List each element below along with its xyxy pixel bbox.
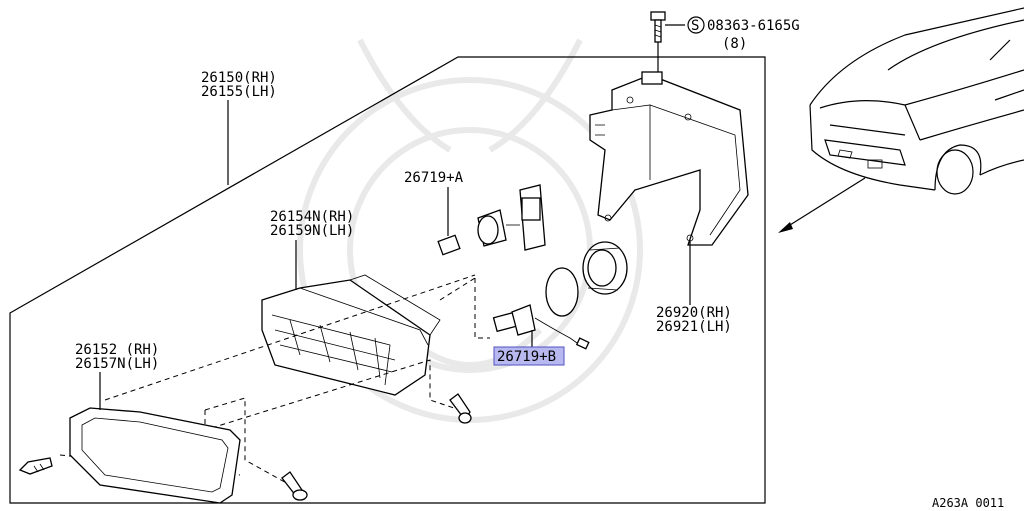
bracket-rh-label: 26920(RH) — [656, 305, 732, 321]
screw-bottom — [281, 471, 308, 501]
fog-lamp-bezel — [69, 407, 241, 504]
bulb-b — [492, 304, 590, 350]
lamp-reflector-disc — [545, 267, 579, 317]
screw-top — [650, 11, 685, 43]
bezel-rh-label: 26152 (RH) — [75, 342, 159, 358]
screw-middle — [449, 393, 472, 424]
car-silhouette — [809, 7, 1024, 195]
figure-code: A263A 0011 — [932, 496, 1004, 510]
screw-symbol: S — [687, 16, 705, 34]
bulb-b-label: 26719+B — [497, 349, 556, 365]
fog-lamp-lens — [261, 274, 441, 396]
lens-rh-label: 26154N(RH) — [270, 209, 354, 225]
direction-arrow — [778, 177, 866, 233]
screw-quantity: (8) — [722, 36, 747, 52]
bezel-lh-label: 26157N(LH) — [75, 356, 159, 372]
screw-left — [18, 457, 53, 475]
lens-lh-label: 26159N(LH) — [270, 223, 354, 239]
assembly-lh-label: 26155(LH) — [201, 84, 277, 100]
bracket-lh-label: 26921(LH) — [656, 319, 732, 335]
assembly-rh-label: 26150(RH) — [201, 70, 277, 86]
bulb-a — [437, 187, 461, 256]
svg-text:S: S — [691, 18, 699, 34]
socket-ring — [582, 241, 628, 295]
bulb-a-socket — [477, 184, 546, 251]
exploded-view-frame — [9, 56, 766, 504]
bulb-a-label: 26719+A — [404, 170, 464, 186]
screw-part-number: 08363-6165G — [707, 18, 800, 34]
fog-lamp-bracket — [589, 42, 749, 246]
bulb-b-highlight — [493, 346, 565, 366]
